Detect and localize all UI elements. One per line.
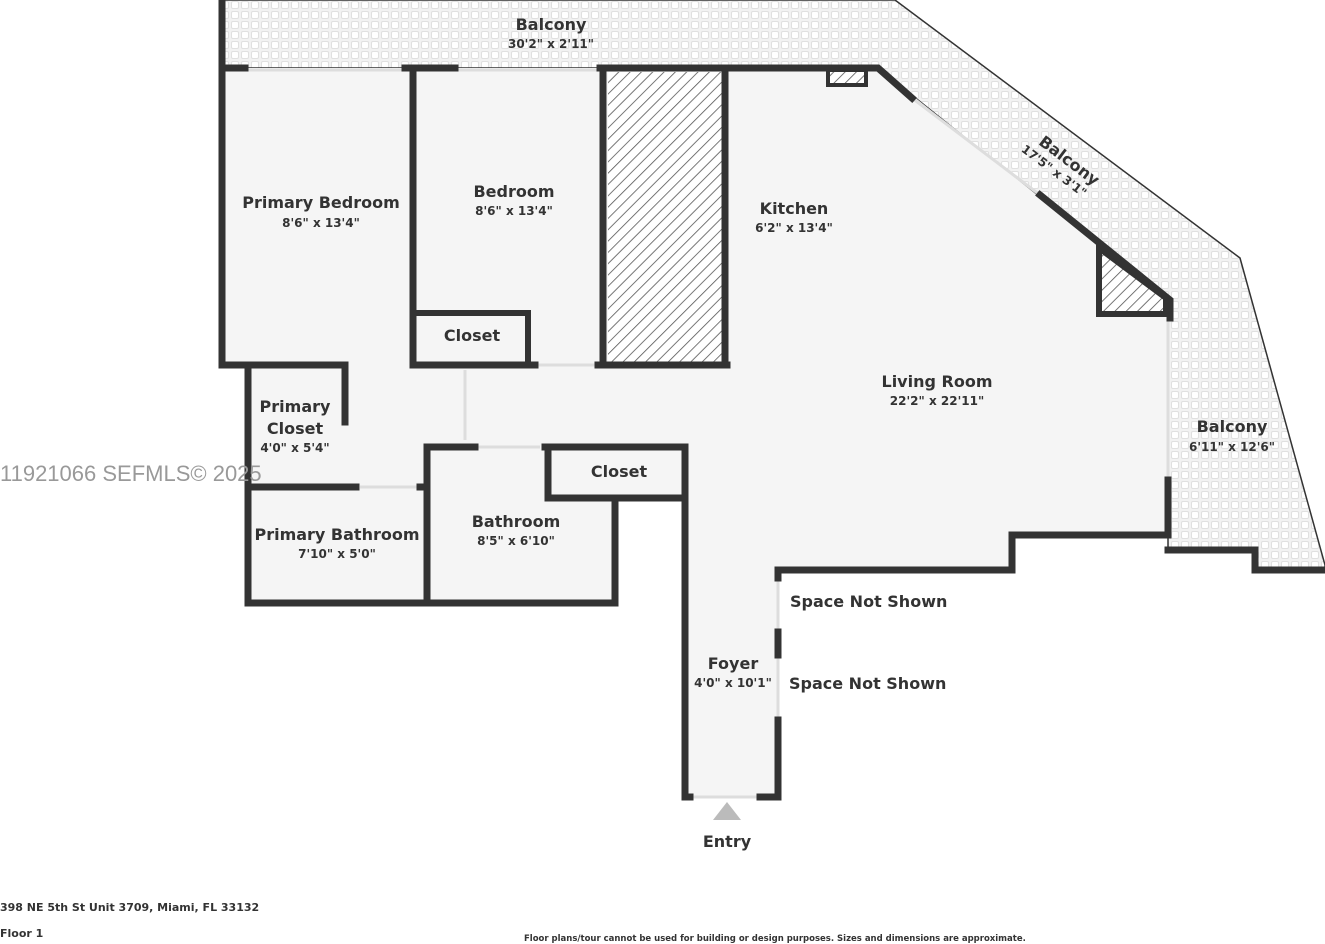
primary-closet-dims: 4'0" x 5'4" xyxy=(260,441,329,455)
address: 398 NE 5th St Unit 3709, Miami, FL 33132 xyxy=(0,901,259,914)
bathroom-name: Bathroom xyxy=(472,512,561,531)
primary-bedroom-name: Primary Bedroom xyxy=(242,193,400,212)
foyer-name: Foyer xyxy=(708,654,759,673)
entry-arrow-icon xyxy=(713,802,741,820)
closet-bedroom-name: Closet xyxy=(444,326,501,345)
primary-bathroom-dims: 7'10" x 5'0" xyxy=(298,547,376,561)
bedroom-dims: 8'6" x 13'4" xyxy=(475,204,553,218)
living-room-dims: 22'2" x 22'11" xyxy=(890,394,984,408)
kitchen-name: Kitchen xyxy=(760,199,829,218)
living-room-name: Living Room xyxy=(882,372,993,391)
primary-closet-name-1: Primary xyxy=(260,397,331,416)
bedroom-name: Bedroom xyxy=(473,182,554,201)
walls xyxy=(218,0,1325,801)
interior-floor xyxy=(222,68,1168,797)
space-not-shown-2: Space Not Shown xyxy=(789,674,946,693)
balcony-top-name: Balcony xyxy=(516,15,587,34)
shaft-hatched xyxy=(608,72,722,362)
closet-bath-name: Closet xyxy=(591,462,648,481)
primary-bedroom-dims: 8'6" x 13'4" xyxy=(282,216,360,230)
primary-bathroom-name: Primary Bathroom xyxy=(254,525,419,544)
windows xyxy=(245,68,1170,799)
vent-hatched xyxy=(826,68,868,87)
bathroom-dims: 8'5" x 6'10" xyxy=(477,534,555,548)
floor-label: Floor 1 xyxy=(0,927,43,940)
entry-label: Entry xyxy=(703,832,752,851)
kitchen-dims: 6'2" x 13'4" xyxy=(755,221,833,235)
watermark: 11921066 SEFMLS© 2025 xyxy=(0,461,262,486)
foyer-dims: 4'0" x 10'1" xyxy=(694,676,772,690)
primary-closet-name-2: Closet xyxy=(267,419,324,438)
space-not-shown-1: Space Not Shown xyxy=(790,592,947,611)
room-labels: Balcony 30'2" x 2'11" Balcony 17'5" x 3'… xyxy=(242,15,1275,693)
balcony-right-dims: 6'11" x 12'6" xyxy=(1189,440,1275,454)
disclaimer: Floor plans/tour cannot be used for buil… xyxy=(524,934,1026,944)
balcony-top-dims: 30'2" x 2'11" xyxy=(508,37,594,51)
floor-areas xyxy=(221,0,1325,797)
balcony-right-name: Balcony xyxy=(1197,417,1268,436)
